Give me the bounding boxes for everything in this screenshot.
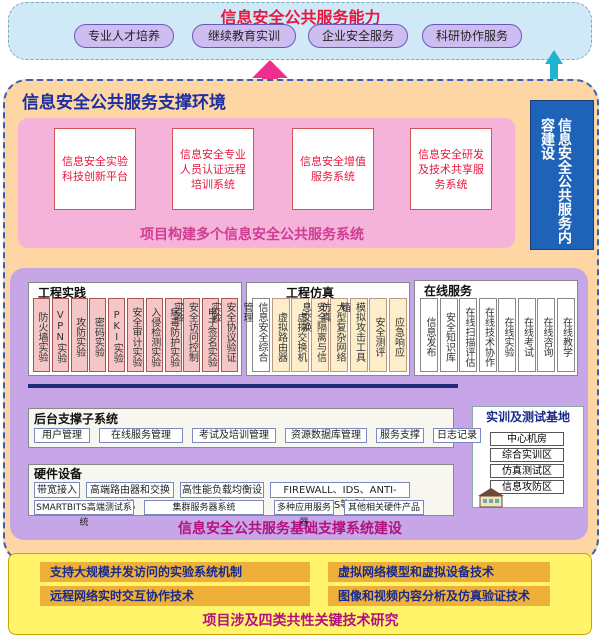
- hardware-item: SMARTBITS高端测试系统: [34, 500, 134, 528]
- training-base-item: 信息攻防区: [490, 480, 564, 494]
- simulation-item: 安全隔离与信息交换: [300, 298, 329, 372]
- key-tech-item: 支持大规模并发访问的实验系统机制: [40, 562, 310, 582]
- practice-item: 电子签名实验: [202, 298, 220, 372]
- practice-item: 安全访问控制实验: [171, 298, 201, 372]
- platform-label: 信息安全公共服务基础支撑系统建设: [178, 521, 402, 537]
- backend-title: 后台支撑子系统: [34, 412, 119, 426]
- simulation-item: 安全测评: [369, 298, 387, 372]
- online-service-item: 安全知识库: [439, 298, 458, 372]
- content-construction-text: 信息安全公共服务内容建设: [539, 118, 572, 244]
- system-bus: [28, 384, 458, 388]
- capability-pill: 专业人才培养: [74, 24, 174, 48]
- simulation-item: 模拟攻击工具箱: [339, 298, 368, 372]
- hardware-item: FIREWALL、IDS、ANTI-VIRUS等设备: [270, 482, 410, 511]
- online-service-item: 信息发布: [420, 298, 438, 372]
- practice-item: 安全协议验证实验: [209, 298, 238, 372]
- practice-item: 密码实验: [89, 298, 107, 372]
- service-system-card: 信息安全专业人员认证远程培训系统: [172, 128, 254, 210]
- key-tech-item: 虚拟网络模型和虚拟设备技术: [328, 562, 550, 582]
- hardware-item: 带宽接入: [34, 482, 80, 498]
- up-arrow-icon: [545, 50, 563, 100]
- hardware-item: 多种应用服务器: [274, 500, 334, 528]
- service-system-card: 信息安全研发及技术共享服务系统: [410, 128, 492, 210]
- practice-item: PKI实验: [108, 298, 126, 372]
- hardware-item: 高端路由器和交换机: [86, 482, 174, 511]
- key-tech-item: 远程网络实时交互协作技术: [40, 586, 310, 606]
- online-services-title: 在线服务: [424, 284, 473, 298]
- simulation-item: 大型复杂网络仿真: [319, 298, 348, 372]
- practice-item: VPN实验: [51, 298, 69, 372]
- simulation-item: 虚拟交换机: [291, 298, 309, 372]
- online-service-item: 在线教学: [556, 298, 575, 372]
- simulation-item: 虚拟路由器: [271, 298, 290, 372]
- backend-item: 日志记录: [433, 428, 481, 443]
- training-base-title: 实训及测试基地: [485, 410, 570, 424]
- online-service-item: 在线扫描评估: [459, 298, 477, 372]
- service-systems-label: 项目构建多个信息安全公共服务系统: [140, 227, 364, 243]
- capability-pill: 企业安全服务: [308, 24, 408, 48]
- simulation-item: 应急响应: [388, 298, 407, 372]
- practice-item: 安全审计实验: [127, 298, 144, 372]
- backend-item: 在线服务管理: [99, 428, 183, 443]
- key-tech-item: 图像和视频内容分析及仿真验证技术: [328, 586, 550, 606]
- capability-pill: 科研协作服务: [422, 24, 522, 48]
- online-service-item: 在线技术协作: [478, 298, 497, 372]
- simulation-item: 信息安全综合管理: [241, 298, 270, 372]
- hardware-item: 高性能负载均衡设备: [180, 482, 264, 511]
- training-base-item: 仿真测试区: [490, 464, 564, 478]
- service-system-card: 信息安全增值服务系统: [292, 128, 374, 210]
- practice-item: 入侵检测实验: [145, 298, 163, 372]
- content-construction-box: [530, 100, 594, 250]
- capability-pill: 继续教育实训: [192, 24, 296, 48]
- hardware-title: 硬件设备: [34, 467, 83, 481]
- engineering-practice-title: 工程实践: [38, 286, 87, 300]
- online-service-item: 在线考试: [517, 298, 536, 372]
- backend-item: 资源数据库管理: [285, 428, 367, 443]
- practice-item: 防火墙实验: [33, 298, 50, 372]
- practice-item: 病毒防护实验: [164, 298, 182, 372]
- building-icon: [478, 488, 504, 508]
- training-base-item: 中心机房: [490, 432, 564, 446]
- training-base-item: 综合实训区: [490, 448, 564, 462]
- practice-item: 攻防实验: [70, 298, 88, 372]
- hardware-item: 集群服务器系统: [144, 500, 264, 515]
- capability-title: 信息安全公共服务能力: [220, 8, 381, 27]
- backend-item: 服务支撑: [376, 428, 424, 443]
- environment-title: 信息安全公共服务支撑环境: [22, 93, 226, 113]
- service-system-card: 信息安全实验科技创新平台: [54, 128, 136, 210]
- backend-item: 考试及培训管理: [192, 428, 276, 443]
- engineering-simulation-title: 工程仿真: [286, 286, 335, 300]
- backend-item: 用户管理: [34, 428, 90, 443]
- key-tech-label: 项目涉及四类共性关键技术研究: [202, 613, 399, 629]
- hardware-item: 其他相关硬件产品: [344, 500, 424, 515]
- online-service-item: 在线实验: [498, 298, 516, 372]
- online-service-item: 在线咨询: [537, 298, 555, 372]
